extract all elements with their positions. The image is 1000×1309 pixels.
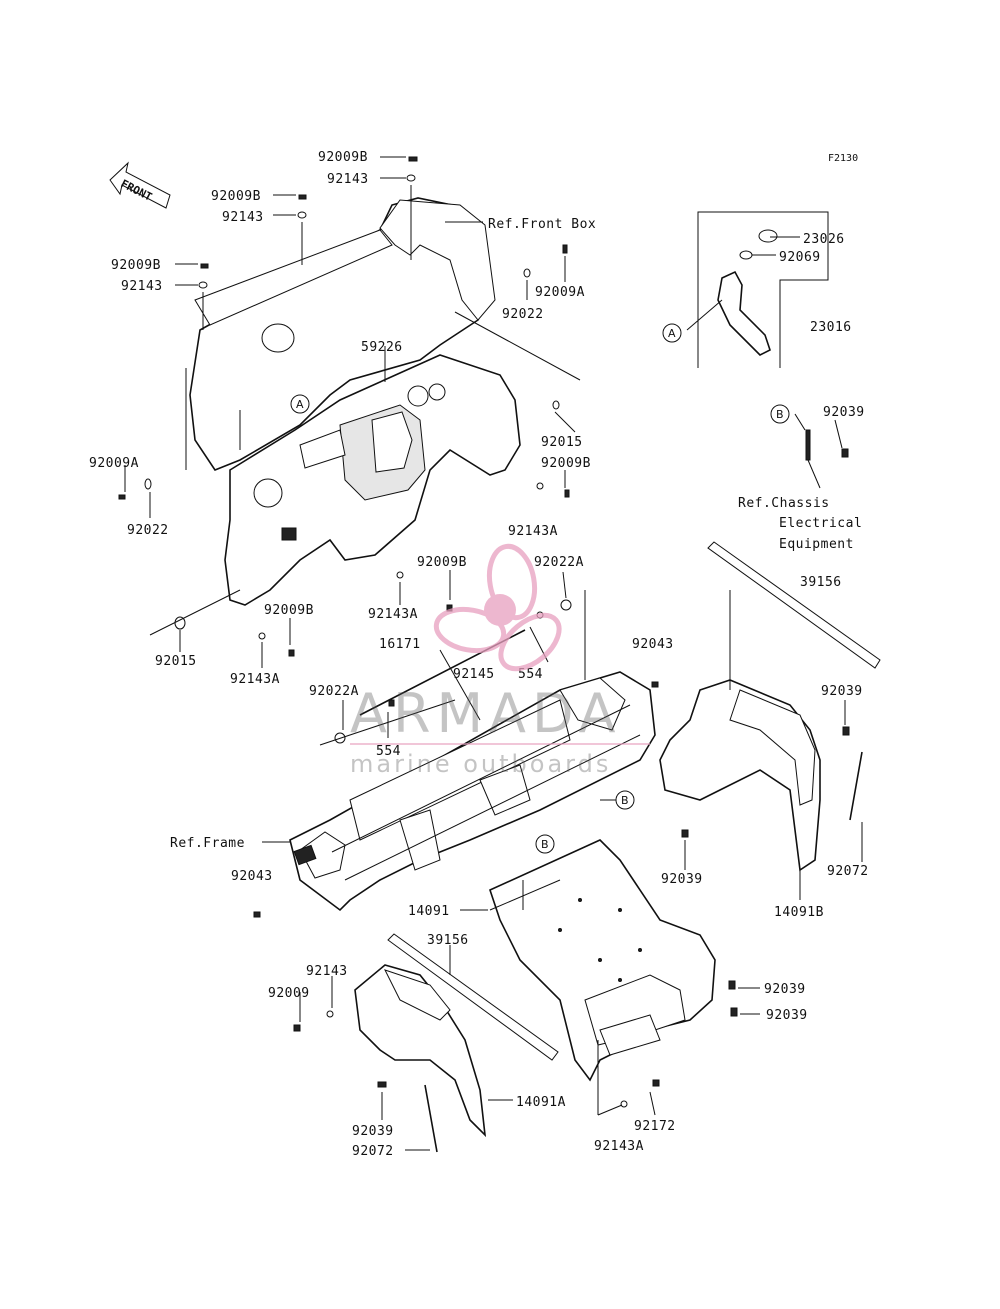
- part-label: 59226: [361, 340, 403, 355]
- callout-b-chassis: B: [770, 404, 790, 424]
- part-label: 92009A: [535, 285, 585, 300]
- part-label: 92039: [661, 872, 703, 887]
- part-label: 92015: [541, 435, 583, 450]
- part-label: 23026: [803, 232, 845, 247]
- part-label: 92009B: [111, 258, 161, 273]
- dashboard-panel: [189, 197, 521, 606]
- part-label: 92172: [634, 1119, 676, 1134]
- callout-a-inset: A: [662, 323, 682, 343]
- part-label: 92009: [268, 986, 310, 1001]
- part-label: 14091: [408, 904, 450, 919]
- part-label: 92143: [222, 210, 264, 225]
- part-label: 92143: [327, 172, 369, 187]
- rear-fender-left: [354, 964, 487, 1138]
- part-label: 92043: [632, 637, 674, 652]
- ref-electrical-label: Electrical: [779, 516, 862, 531]
- part-label: 92022A: [309, 684, 359, 699]
- part-label: 92145: [453, 667, 495, 682]
- part-label: 39156: [800, 575, 842, 590]
- callout-b-floor-right: B: [615, 790, 635, 810]
- svg-text:B: B: [776, 408, 784, 421]
- part-label: 92072: [827, 864, 869, 879]
- callout-a-main: A: [290, 394, 310, 414]
- watermark-brand: ARMADA: [350, 682, 622, 745]
- ref-front-box-label: Ref.Front Box: [488, 217, 596, 232]
- strip-39156-top: [707, 541, 881, 669]
- part-label: 92022A: [534, 555, 584, 570]
- part-label: 23016: [810, 320, 852, 335]
- part-label: 92069: [779, 250, 821, 265]
- part-label: 92009B: [264, 603, 314, 618]
- rod-92072-left: [424, 1084, 438, 1153]
- part-label: 92143A: [230, 672, 280, 687]
- part-label: 92043: [231, 869, 273, 884]
- part-label: 554: [518, 667, 543, 682]
- part-label: 39156: [427, 933, 469, 948]
- part-label: 92143: [306, 964, 348, 979]
- part-label: 14091A: [516, 1095, 566, 1110]
- part-label: 92039: [352, 1124, 394, 1139]
- part-label: 92009B: [541, 456, 591, 471]
- figure-code: F2130: [828, 153, 858, 164]
- part-label: 92039: [821, 684, 863, 699]
- part-label: 92009B: [417, 555, 467, 570]
- part-label: 92009A: [89, 456, 139, 471]
- front-box-outline: [379, 199, 496, 321]
- part-label: 92039: [766, 1008, 808, 1023]
- leader-lines: [124, 156, 863, 1151]
- floor-panel: [489, 839, 716, 1082]
- part-label: 16171: [379, 637, 421, 652]
- part-label: 92009B: [211, 189, 261, 204]
- part-label: 92072: [352, 1144, 394, 1159]
- ref-equipment-label: Equipment: [779, 537, 854, 552]
- inset-23016: [697, 211, 829, 368]
- front-arrow-icon: FRONT: [109, 161, 171, 209]
- svg-text:A: A: [296, 398, 304, 411]
- part-label: 92143A: [508, 524, 558, 539]
- part-label: 92143A: [368, 607, 418, 622]
- part-label: 554: [376, 744, 401, 759]
- part-label: 92039: [764, 982, 806, 997]
- part-label: 92039: [823, 405, 865, 420]
- part-label: 92022: [127, 523, 169, 538]
- rod-92072-right: [849, 751, 863, 821]
- part-label: 92143A: [594, 1139, 644, 1154]
- part-label: 92009B: [318, 150, 368, 165]
- frame-assembly: [289, 671, 656, 912]
- callout-b-floor-left: B: [535, 834, 555, 854]
- part-label: 92015: [155, 654, 197, 669]
- propeller-logo-icon: [433, 543, 562, 672]
- svg-text:B: B: [541, 838, 549, 851]
- watermark-tagline: marine outboards: [350, 750, 611, 778]
- part-label: 14091B: [774, 905, 824, 920]
- svg-text:A: A: [668, 327, 676, 340]
- watermark: ARMADA marine outboards: [350, 543, 650, 778]
- part-label: 92143: [121, 279, 163, 294]
- ref-chassis-label: Ref.Chassis: [738, 496, 830, 511]
- svg-text:B: B: [621, 794, 629, 807]
- ref-frame-label: Ref.Frame: [170, 836, 245, 851]
- part-label: 92022: [502, 307, 544, 322]
- rear-fender-right: [659, 679, 821, 872]
- strip-39156-bottom: [387, 933, 559, 1061]
